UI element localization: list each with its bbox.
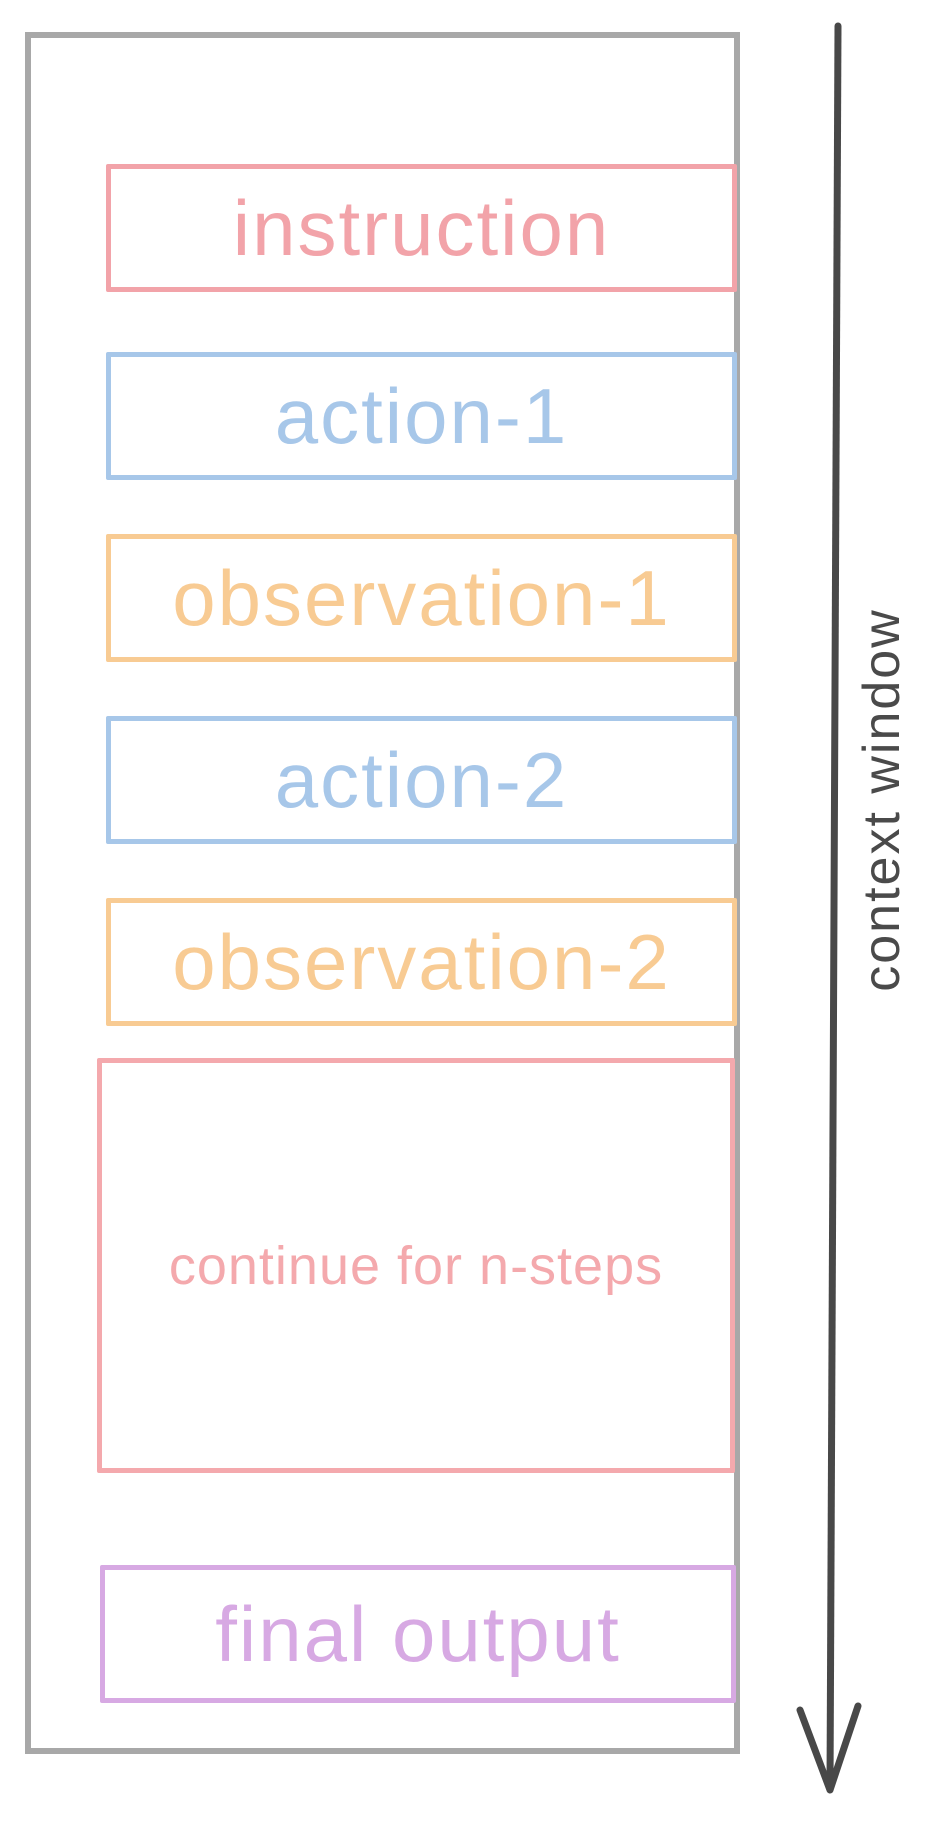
continue-n-steps-box: continue for n-steps xyxy=(97,1058,735,1473)
action-1-box: action-1 xyxy=(106,352,737,480)
continue-n-steps-label: continue for n-steps xyxy=(168,1235,664,1296)
context-window-label: context window xyxy=(853,608,911,992)
observation-2-label: observation-2 xyxy=(172,918,671,1006)
observation-2-box: observation-2 xyxy=(106,898,737,1026)
arrow-head-icon xyxy=(796,1702,862,1794)
action-2-box: action-2 xyxy=(106,716,737,844)
context-window-arrow xyxy=(796,22,862,1794)
observation-1-box: observation-1 xyxy=(106,534,737,662)
arrow-line xyxy=(826,22,842,1790)
final-output-box: final output xyxy=(100,1565,736,1703)
observation-1-label: observation-1 xyxy=(172,554,671,642)
action-2-label: action-2 xyxy=(274,736,569,824)
context-window-container: instruction action-1 observation-1 actio… xyxy=(25,32,740,1754)
final-output-label: final output xyxy=(215,1590,621,1678)
instruction-box: instruction xyxy=(106,164,737,292)
instruction-label: instruction xyxy=(232,184,611,272)
action-1-label: action-1 xyxy=(274,372,569,460)
